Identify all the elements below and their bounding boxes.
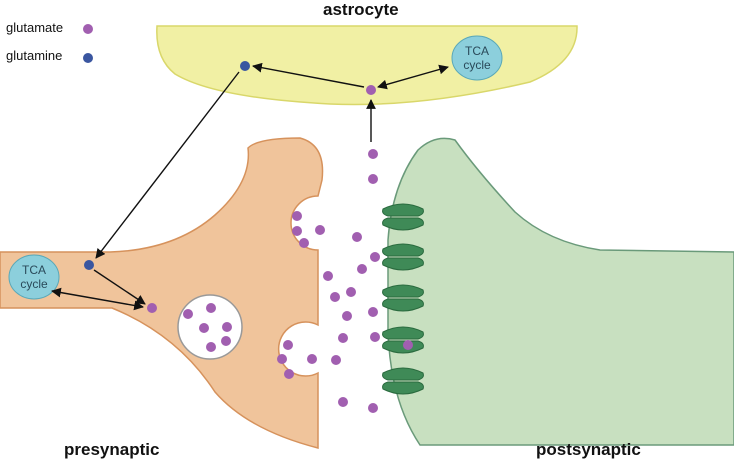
postsynaptic-spine — [387, 137, 734, 446]
glutamate-molecule — [323, 271, 333, 281]
glutamate-molecule — [221, 336, 231, 346]
glutamate-molecule — [352, 232, 362, 242]
arrows — [51, 62, 449, 311]
tca-circle-presynaptic — [8, 254, 60, 300]
glutamate-molecule — [331, 355, 341, 365]
arrow-tca-glutamate-pre — [51, 287, 144, 311]
astrocyte-label: astrocyte — [323, 0, 399, 19]
glutamate-molecule — [370, 332, 380, 342]
glutamate-molecule — [366, 85, 376, 95]
glutamate-molecule — [357, 264, 367, 274]
arrow-glutamine-to-presynaptic — [95, 71, 240, 259]
legend-glutamate-label: glutamate — [6, 20, 64, 35]
receptor — [382, 326, 424, 354]
receptor — [382, 284, 424, 312]
glutamate-molecule — [277, 354, 287, 364]
tca-line1: TCA — [465, 44, 489, 58]
glutamate-molecule — [315, 225, 325, 235]
legend-glutamine-dot — [83, 53, 93, 63]
glutamate-molecule — [183, 309, 193, 319]
glutamate-molecule — [307, 354, 317, 364]
tca-line2: cycle — [463, 58, 491, 72]
tca-circle-astrocyte — [451, 35, 503, 81]
glutamate-molecule — [338, 397, 348, 407]
receptor — [382, 203, 424, 231]
arrow-glutamate-to-glutamine-astro — [252, 62, 365, 88]
presynaptic-label: presynaptic — [64, 440, 160, 459]
glutamate-molecule — [299, 238, 309, 248]
glutamate-molecule — [368, 403, 378, 413]
glutamate-molecule — [330, 292, 340, 302]
tca-label-presynaptic: TCA cycle — [9, 263, 59, 291]
legend-glutamine-label: glutamine — [6, 48, 63, 63]
receptor — [382, 367, 424, 395]
glutamate-molecule — [338, 333, 348, 343]
glutamate-molecule — [206, 342, 216, 352]
glutamate-molecule — [284, 369, 294, 379]
receptor-group — [382, 203, 424, 395]
glutamate-molecule — [199, 323, 209, 333]
glutamate-molecule — [346, 287, 356, 297]
glutamine-molecule — [240, 61, 250, 71]
glutamate-molecule — [147, 303, 157, 313]
glutamate-molecules — [147, 85, 413, 413]
glutamate-molecule — [206, 303, 216, 313]
tca-line1: TCA — [22, 263, 46, 277]
tca-label-astrocyte: TCA cycle — [452, 44, 502, 72]
glutamate-molecule — [292, 226, 302, 236]
postsynaptic-label: postsynaptic — [536, 440, 641, 459]
receptor — [382, 243, 424, 271]
glutamate-molecule — [403, 340, 413, 350]
glutamine-molecule — [84, 260, 94, 270]
glutamate-molecule — [222, 322, 232, 332]
glutamate-molecule — [368, 174, 378, 184]
glutamate-molecule — [283, 340, 293, 350]
glutamate-molecule — [370, 252, 380, 262]
legend-glutamate-dot — [83, 24, 93, 34]
arrow-glutamate-tca-astro — [377, 64, 449, 90]
glutamate-molecule — [368, 307, 378, 317]
glutamate-molecule — [342, 311, 352, 321]
glutamate-molecule — [368, 149, 378, 159]
tca-line2: cycle — [20, 277, 48, 291]
glutamate-molecule — [292, 211, 302, 221]
